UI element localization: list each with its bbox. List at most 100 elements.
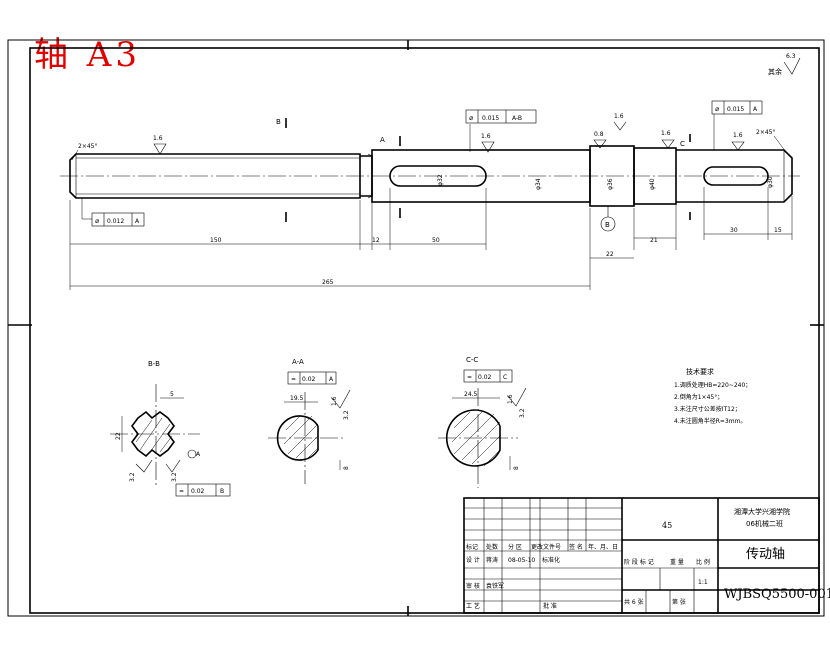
diameter-label-d: φ40 (649, 178, 656, 190)
svg-text:0.02: 0.02 (478, 374, 492, 381)
svg-text:批 准: 批 准 (543, 602, 557, 610)
section-cc: C-C = 0.02 C 24.5 1.6 3.2 8 (438, 356, 527, 488)
svg-text:1.6: 1.6 (507, 394, 514, 404)
tb-header-date: 年、月、日 (588, 543, 618, 551)
dim-30: 30 (730, 227, 738, 234)
svg-text:0.015: 0.015 (482, 115, 499, 122)
svg-text:A: A (753, 106, 758, 113)
shaft-main-view: A B C 2×45° 2×45° 1.6 1.6 1.6 0.8 1.6 1.… (60, 100, 800, 290)
tb-header-doc: 更改文件号 (531, 543, 561, 551)
svg-text:3.2: 3.2 (171, 472, 178, 482)
dim-150: 150 (210, 237, 222, 244)
roughness-symbol-6 (613, 121, 627, 131)
svg-text:0.015: 0.015 (727, 106, 744, 113)
technical-requirements: 技术要求 1.调质处理HB=220~240； 2.倒角为1×45°； 3.未注尺… (674, 367, 751, 425)
tolerance-frame-right: ⌀ 0.015 A (711, 100, 763, 150)
svg-text:19.5: 19.5 (290, 395, 304, 402)
svg-text:8: 8 (513, 466, 520, 470)
diameter-label-c: φ36 (607, 178, 614, 190)
svg-text:标准化: 标准化 (542, 556, 560, 564)
svg-text:0.02: 0.02 (191, 488, 205, 495)
tb-part-name: 传动轴 (746, 547, 785, 562)
tb-header-count: 处数 (486, 543, 498, 551)
tb-sheet: 第 张 (672, 598, 686, 606)
outer-border (7, 39, 825, 617)
tb-material: 45 (662, 521, 672, 530)
tb-scale: 1:1 (698, 579, 708, 586)
roughness-symbol-3 (661, 139, 675, 149)
svg-text:1.6: 1.6 (661, 130, 671, 137)
roughness-symbol-2 (481, 141, 495, 153)
dim-15: 15 (774, 227, 782, 234)
tb-designer: 蒋涛 (486, 556, 498, 564)
svg-text:22: 22 (115, 432, 122, 440)
requirement-item: 2.倒角为1×45°； (674, 393, 723, 401)
svg-text:3.2: 3.2 (129, 472, 136, 482)
section-letter-b: B (276, 118, 281, 126)
svg-text:C-C: C-C (466, 356, 478, 364)
tb-reviewer: 袁铁军 (486, 582, 504, 590)
svg-text:=: = (179, 488, 184, 495)
keyway-segment-c (676, 149, 793, 203)
requirement-item: 4.未注圆角半径R=3mm。 (674, 417, 746, 425)
tb-header-sign: 签 名 (569, 543, 583, 551)
tb-sheets: 共 6 张 (624, 598, 644, 606)
tb-header-mark: 标记 (466, 543, 478, 551)
tb-school: 湘潭大学兴湘学院 (734, 507, 790, 516)
roughness-general-value: 6.3 (786, 53, 796, 60)
tolerance-frame-left: ⌀ 0.012 A (81, 198, 145, 227)
roughness-symbol-4 (593, 139, 607, 149)
svg-text:0.02: 0.02 (302, 376, 316, 383)
svg-text:A: A (135, 218, 140, 225)
tb-design-date: 08-05-10 (508, 557, 535, 564)
section-bb: B-B 22 5 A = 0.02 B 3.2 3.2 (110, 360, 231, 497)
svg-text:⌀: ⌀ (95, 217, 99, 225)
requirements-title: 技术要求 (686, 367, 714, 376)
svg-text:1.6: 1.6 (614, 113, 624, 120)
requirement-item: 3.未注尺寸公差按IT12； (674, 405, 741, 413)
svg-text:=: = (467, 374, 472, 381)
svg-text:5: 5 (170, 391, 174, 398)
svg-text:0.8: 0.8 (594, 131, 604, 138)
tolerance-frame-mid: ⌀ 0.015 A-B (465, 109, 537, 152)
svg-text:A-B: A-B (512, 115, 522, 122)
svg-text:审 核: 审 核 (466, 582, 480, 590)
svg-text:重 量: 重 量 (670, 558, 684, 566)
svg-text:设 计: 设 计 (466, 556, 480, 564)
drawing-stamp: 轴 A3 (34, 35, 141, 75)
diameter-label-b: φ34 (535, 178, 542, 190)
keyway-c (703, 166, 769, 186)
svg-text:=: = (291, 376, 296, 383)
datum-b-label: B (605, 221, 610, 229)
thread-chamfer-note: 2×45° (78, 143, 97, 150)
dim-12: 12 (372, 237, 380, 244)
dim-22: 22 (606, 251, 614, 258)
tb-class: 06机械二班 (746, 519, 783, 528)
svg-text:1.6: 1.6 (331, 396, 338, 406)
keyway-a (389, 165, 487, 187)
dimension-lines (69, 187, 793, 290)
section-aa: A-A = 0.02 A 19.5 1.6 3.2 8 (268, 358, 351, 484)
section-letter-a: A (380, 136, 385, 144)
roughness-symbol-5 (731, 141, 745, 151)
tb-header-zone: 分 区 (508, 543, 522, 551)
tb-drawing-no: WJBSQ5500-001 (724, 587, 830, 602)
svg-text:8: 8 (343, 466, 350, 470)
collar-segment (633, 147, 677, 205)
svg-text:A-A: A-A (292, 358, 304, 366)
svg-text:3.2: 3.2 (343, 410, 350, 420)
svg-text:1.6: 1.6 (481, 133, 491, 140)
roughness-general-symbol (783, 57, 801, 75)
dim-21: 21 (650, 237, 658, 244)
svg-text:A: A (329, 376, 334, 383)
svg-text:C: C (503, 374, 507, 381)
svg-text:0.012: 0.012 (107, 218, 124, 225)
svg-text:1.6: 1.6 (733, 132, 743, 139)
svg-text:阶 段 标 记: 阶 段 标 记 (624, 558, 654, 566)
title-block: 标记 处数 分 区 更改文件号 签 名 年、月、日 设 计 蒋涛 08-05-1… (463, 497, 830, 614)
roughness-remaining-label: 其余 (768, 67, 782, 76)
svg-text:⌀: ⌀ (469, 114, 473, 122)
svg-text:比 例: 比 例 (696, 558, 710, 566)
dim-50: 50 (432, 237, 440, 244)
